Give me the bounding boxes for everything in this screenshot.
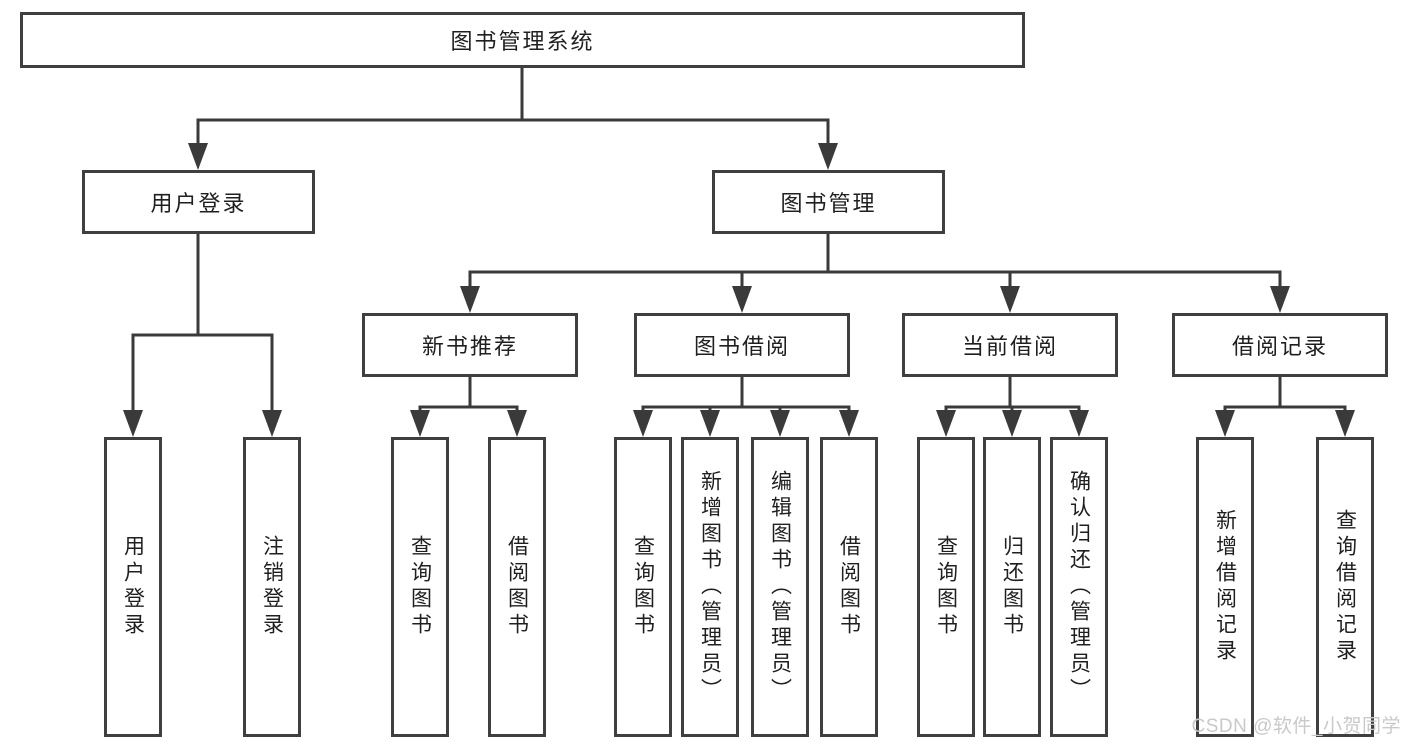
node-new-book-recommend: 新书推荐 bbox=[362, 313, 578, 377]
leaf-query-books-recommend-label: 查询图书 bbox=[408, 535, 432, 639]
node-book-borrowing: 图书借阅 bbox=[634, 313, 850, 377]
leaf-edit-books-admin: 编辑图书（管理员） bbox=[751, 437, 809, 737]
node-root-system: 图书管理系统 bbox=[20, 12, 1025, 68]
leaf-borrow-books-recommend-label: 借阅图书 bbox=[505, 535, 529, 639]
node-book-management-label: 图书管理 bbox=[780, 191, 877, 216]
node-book-borrowing-label: 图书借阅 bbox=[693, 334, 790, 359]
leaf-edit-books-admin-label: 编辑图书（管理员） bbox=[768, 470, 792, 704]
leaf-confirm-return-admin-label: 确认归还（管理员） bbox=[1067, 470, 1091, 704]
leaf-add-borrow-record: 新增借阅记录 bbox=[1196, 437, 1254, 737]
leaf-query-books-current: 查询图书 bbox=[917, 437, 975, 737]
leaf-query-books-current-label: 查询图书 bbox=[934, 535, 958, 639]
leaf-add-books-admin-label: 新增图书（管理员） bbox=[698, 470, 722, 704]
leaf-query-books-borrowing: 查询图书 bbox=[614, 437, 672, 737]
leaf-add-books-admin: 新增图书（管理员） bbox=[681, 437, 739, 737]
node-borrowing-records-label: 借阅记录 bbox=[1231, 334, 1328, 359]
leaf-logout-label: 注销登录 bbox=[260, 535, 284, 639]
node-new-book-recommend-label: 新书推荐 bbox=[421, 334, 518, 359]
leaf-borrow-books: 借阅图书 bbox=[820, 437, 878, 737]
leaf-add-borrow-record-label: 新增借阅记录 bbox=[1213, 509, 1237, 665]
node-current-borrowing-label: 当前借阅 bbox=[961, 334, 1058, 359]
leaf-query-borrow-record: 查询借阅记录 bbox=[1316, 437, 1374, 737]
leaf-user-login-label: 用户登录 bbox=[121, 535, 145, 639]
leaf-confirm-return-admin: 确认归还（管理员） bbox=[1050, 437, 1108, 737]
leaf-return-books: 归还图书 bbox=[983, 437, 1041, 737]
leaf-return-books-label: 归还图书 bbox=[1000, 535, 1024, 639]
leaf-user-login: 用户登录 bbox=[104, 437, 162, 737]
leaf-borrow-books-recommend: 借阅图书 bbox=[488, 437, 546, 737]
node-borrowing-records: 借阅记录 bbox=[1172, 313, 1388, 377]
node-book-management: 图书管理 bbox=[712, 170, 945, 234]
leaf-logout: 注销登录 bbox=[243, 437, 301, 737]
leaf-query-borrow-record-label: 查询借阅记录 bbox=[1333, 509, 1357, 665]
node-user-login: 用户登录 bbox=[82, 170, 315, 234]
node-root-label: 图书管理系统 bbox=[450, 29, 595, 54]
node-user-login-label: 用户登录 bbox=[150, 191, 247, 216]
node-current-borrowing: 当前借阅 bbox=[902, 313, 1118, 377]
leaf-query-books-recommend: 查询图书 bbox=[391, 437, 449, 737]
leaf-borrow-books-label: 借阅图书 bbox=[837, 535, 861, 639]
csdn-watermark: CSDN @软件_小贺同学 bbox=[1191, 716, 1401, 737]
arrowheads bbox=[123, 143, 1355, 437]
leaf-query-books-borrowing-label: 查询图书 bbox=[631, 535, 655, 639]
